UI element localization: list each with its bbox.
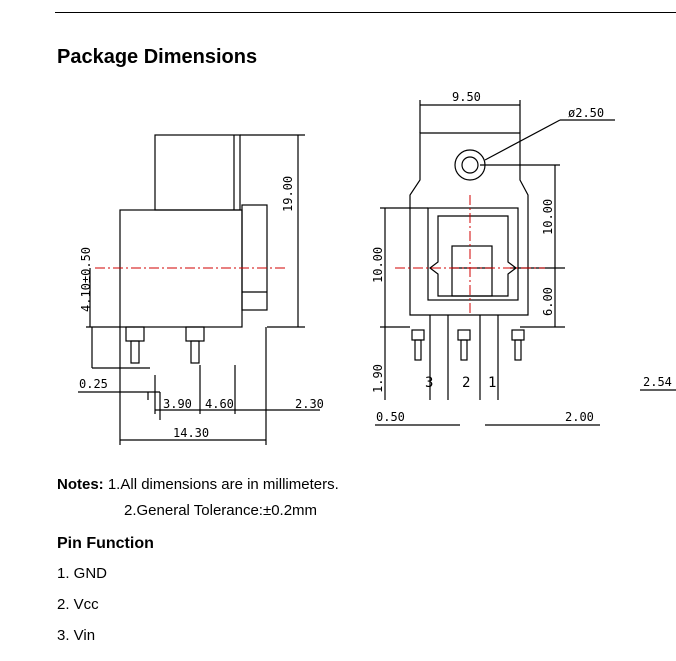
front-view-pin-2 <box>457 329 471 361</box>
side-view-top-block <box>154 134 241 211</box>
dim-body-height-left: 10.00 <box>371 247 385 283</box>
front-view-pin-3 <box>411 329 425 361</box>
dim-height: 19.00 <box>281 176 295 212</box>
dim-pin-length: 1.90 <box>371 364 385 393</box>
dim-pin-pitch-a: 3.90 <box>163 397 192 411</box>
pin-function-list: 1. GND 2. Vcc 3. Vin <box>57 565 107 658</box>
notes-line-2: 2.General Tolerance:±0.2mm <box>124 502 318 519</box>
dim-center-height: 4.10±0.50 <box>79 247 93 312</box>
dim-body-length: 14.30 <box>173 426 209 440</box>
dim-pin-width: 0.50 <box>376 410 405 424</box>
dim-edge-value: 2.54 <box>643 375 672 389</box>
side-view <box>78 134 320 445</box>
front-view-pin-1 <box>511 329 525 361</box>
pin-function-title: Pin Function <box>57 535 154 552</box>
dim-width: 9.50 <box>452 90 481 104</box>
dim-pin-offset: 0.25 <box>79 377 108 391</box>
notes: Notes: 1.All dimensions are in millimete… <box>57 475 339 495</box>
dim-top-to-center: 10.00 <box>541 199 555 235</box>
side-view-pin-left <box>125 326 145 364</box>
centerlines <box>95 195 545 315</box>
list-item: 3. Vin <box>57 627 96 644</box>
front-view-outline <box>409 132 529 316</box>
front-view <box>375 100 676 426</box>
notes-label: Notes: <box>57 476 104 493</box>
pin-label-3: 3 <box>425 375 433 391</box>
front-view-port-opening <box>429 215 517 297</box>
dim-center-to-bottom: 6.00 <box>541 287 555 316</box>
list-item: 2. Vcc <box>57 596 99 613</box>
top-rule <box>55 12 676 13</box>
dim-rear-offset: 2.30 <box>295 397 324 411</box>
list-item: 1. GND <box>57 565 108 582</box>
side-view-pin-right <box>185 326 205 364</box>
front-view-port-key <box>451 245 493 297</box>
dim-hole-dia: ø2.50 <box>568 106 604 120</box>
dim-pin-pitch-b: 4.60 <box>205 397 234 411</box>
page-title: Package Dimensions <box>57 46 258 68</box>
front-view-port <box>427 207 519 301</box>
pin-label-2: 2 <box>462 375 470 391</box>
dim-pin-spacing: 2.00 <box>565 410 594 424</box>
side-view-rear-step <box>241 204 268 311</box>
pin-label-1: 1 <box>488 375 496 391</box>
notes-line-1: 1.All dimensions are in millimeters. <box>107 476 339 493</box>
